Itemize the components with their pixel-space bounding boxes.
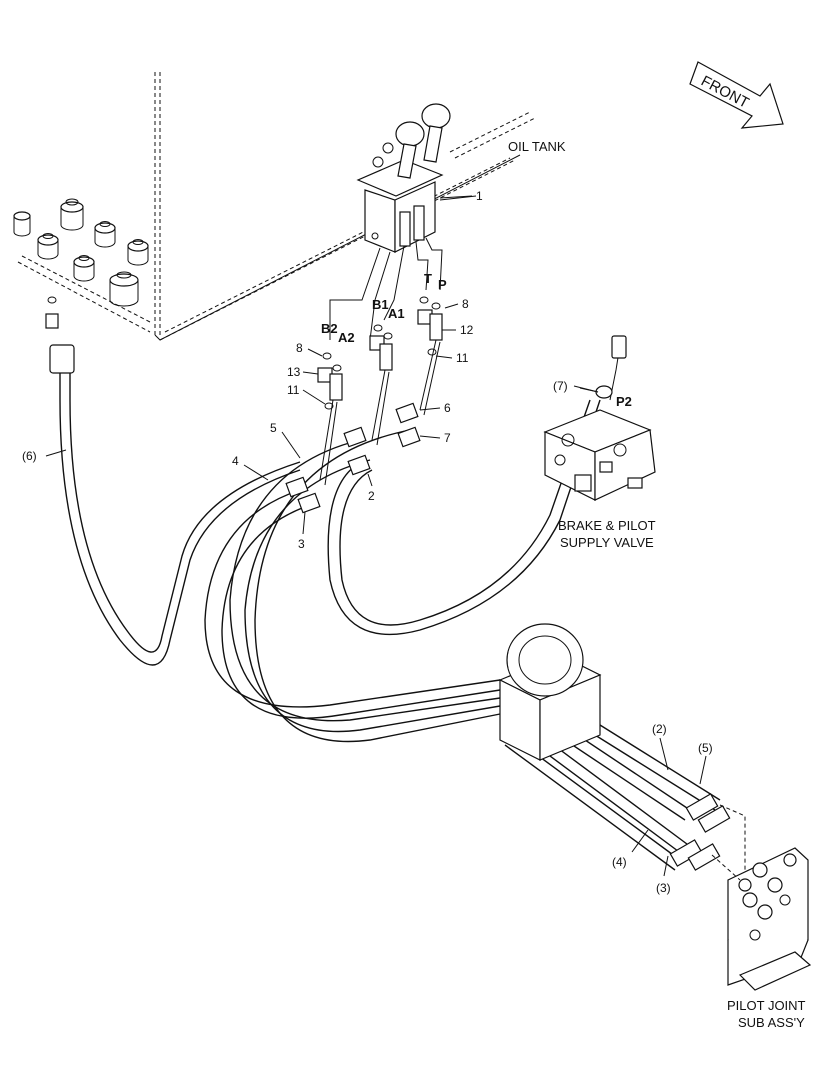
callout-4: 4 xyxy=(232,454,239,468)
callout-8b: 8 xyxy=(462,297,469,311)
brake-valve-label-2: SUPPLY VALVE xyxy=(560,535,654,550)
pilot-joint-sub-assy: PILOT JOINT SUB ASS'Y xyxy=(727,847,812,1030)
oil-tank: OIL TANK xyxy=(13,72,566,341)
port-t: T xyxy=(424,271,432,286)
callout-5: 5 xyxy=(270,421,277,435)
port-a2: A2 xyxy=(338,330,355,345)
callout-3: 3 xyxy=(298,537,305,551)
callout-h6: (6) xyxy=(22,449,37,463)
pilot-hoses xyxy=(45,296,731,871)
callout-11a: 11 xyxy=(287,383,300,397)
port-p: P xyxy=(438,277,447,292)
hose-5 xyxy=(229,439,501,722)
callout-7: 7 xyxy=(444,431,451,445)
callout-h5: (5) xyxy=(698,741,713,755)
port-a1: A1 xyxy=(388,306,405,321)
hose-6 xyxy=(59,370,301,666)
port-labels: B2 A2 B1 A1 T P P2 xyxy=(321,271,632,409)
callout-8a: 8 xyxy=(296,341,303,355)
pilot-joint-label-2: SUB ASS'Y xyxy=(738,1015,805,1030)
callout-2: 2 xyxy=(368,489,375,503)
front-arrow-icon: FRONT xyxy=(689,61,784,129)
brake-valve-label-1: BRAKE & PILOT xyxy=(558,518,656,533)
pilot-joint-label-1: PILOT JOINT xyxy=(727,998,806,1013)
callouts: 1 8 12 11 8 13 11 6 7 5 4 2 3 (6) (7) (2… xyxy=(22,189,746,895)
pilot-control-valve xyxy=(329,103,477,341)
hose-clamp-block xyxy=(498,623,602,761)
callout-h3: (3) xyxy=(656,881,671,895)
callout-6: 6 xyxy=(444,401,451,415)
tank-bolts xyxy=(13,198,149,307)
callout-13: 13 xyxy=(287,365,301,379)
port-b1: B1 xyxy=(372,297,389,312)
hose-7 xyxy=(327,399,601,636)
hose-4 xyxy=(204,489,501,708)
callout-11b: 11 xyxy=(456,351,469,365)
port-b2: B2 xyxy=(321,321,338,336)
hose-fittings xyxy=(45,296,731,871)
oil-tank-label: OIL TANK xyxy=(508,139,566,154)
brake-pilot-supply-valve: BRAKE & PILOT SUPPLY VALVE xyxy=(543,335,656,550)
callout-h7: (7) xyxy=(553,379,568,393)
callout-h2: (2) xyxy=(652,722,667,736)
callout-1: 1 xyxy=(476,189,483,203)
adapters xyxy=(317,296,443,486)
callout-h4: (4) xyxy=(612,855,627,869)
callout-12: 12 xyxy=(460,323,474,337)
port-p2: P2 xyxy=(616,394,632,409)
